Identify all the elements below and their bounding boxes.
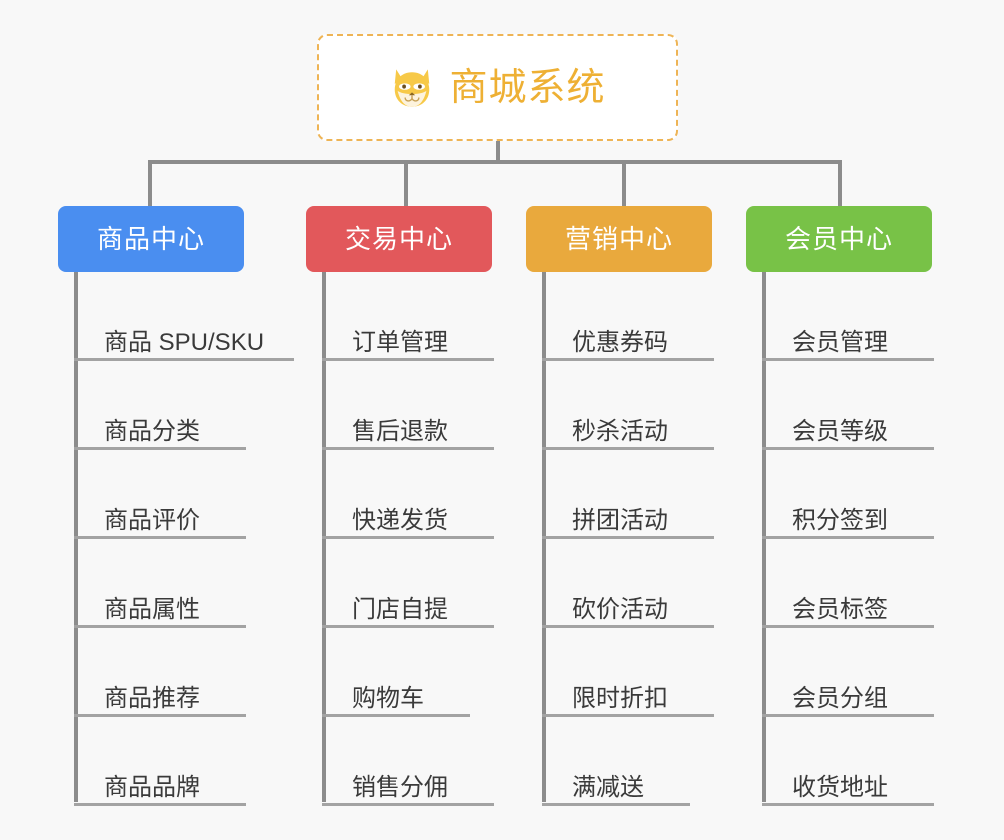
leaf-label-3-6: 满减送 bbox=[572, 774, 644, 801]
leaf-item-2-2[interactable]: 售后退款 bbox=[322, 361, 494, 450]
category-header-3[interactable]: 营销中心 bbox=[526, 206, 712, 272]
leaf-label-4-6: 收货地址 bbox=[792, 774, 888, 801]
leaf-item-4-3[interactable]: 积分签到 bbox=[762, 450, 934, 539]
leaf-item-3-5[interactable]: 限时折扣 bbox=[542, 628, 714, 717]
connector-drop-2 bbox=[404, 160, 408, 208]
leaf-item-3-6[interactable]: 满减送 bbox=[542, 717, 690, 806]
leaf-label-1-5: 商品推荐 bbox=[104, 685, 200, 712]
leaf-label-3-2: 秒杀活动 bbox=[572, 418, 668, 445]
leaf-item-1-4[interactable]: 商品属性 bbox=[74, 539, 246, 628]
category-label-2: 交易中心 bbox=[344, 224, 453, 254]
leaf-label-3-5: 限时折扣 bbox=[572, 685, 668, 712]
connector-horizontal-bus bbox=[148, 160, 842, 164]
leaf-item-4-1[interactable]: 会员管理 bbox=[762, 272, 934, 361]
leaf-item-2-6[interactable]: 销售分佣 bbox=[322, 717, 494, 806]
leaf-item-3-2[interactable]: 秒杀活动 bbox=[542, 361, 714, 450]
leaf-item-4-4[interactable]: 会员标签 bbox=[762, 539, 934, 628]
root-node[interactable]: 商城系统 bbox=[317, 34, 678, 141]
leaf-label-2-3: 快递发货 bbox=[352, 507, 448, 534]
leaf-label-3-3: 拼团活动 bbox=[572, 507, 668, 534]
leaf-label-4-1: 会员管理 bbox=[792, 329, 888, 356]
category-label-4: 会员中心 bbox=[784, 224, 893, 254]
leaf-label-1-2: 商品分类 bbox=[104, 418, 200, 445]
leaf-label-1-4: 商品属性 bbox=[104, 596, 200, 623]
leaf-item-4-5[interactable]: 会员分组 bbox=[762, 628, 934, 717]
leaf-label-1-3: 商品评价 bbox=[104, 507, 200, 534]
connector-root-stem bbox=[496, 141, 500, 163]
leaf-item-2-3[interactable]: 快递发货 bbox=[322, 450, 494, 539]
leaf-label-2-6: 销售分佣 bbox=[352, 774, 448, 801]
connector-drop-1 bbox=[148, 160, 152, 208]
leaf-item-3-3[interactable]: 拼团活动 bbox=[542, 450, 714, 539]
leaf-item-4-2[interactable]: 会员等级 bbox=[762, 361, 934, 450]
leaf-label-4-3: 积分签到 bbox=[792, 507, 888, 534]
leaf-item-1-1[interactable]: 商品 SPU/SKU bbox=[74, 272, 294, 361]
connector-drop-4 bbox=[838, 160, 842, 208]
leaf-item-4-6[interactable]: 收货地址 bbox=[762, 717, 934, 806]
leaf-label-2-5: 购物车 bbox=[352, 685, 424, 712]
leaf-item-1-6[interactable]: 商品品牌 bbox=[74, 717, 246, 806]
category-label-1: 商品中心 bbox=[96, 224, 205, 254]
leaf-label-4-2: 会员等级 bbox=[792, 418, 888, 445]
leaf-label-3-1: 优惠券码 bbox=[572, 329, 668, 356]
leaf-label-3-4: 砍价活动 bbox=[572, 596, 668, 623]
leaf-label-2-1: 订单管理 bbox=[352, 329, 448, 356]
category-label-3: 营销中心 bbox=[564, 224, 673, 254]
leaf-label-2-2: 售后退款 bbox=[352, 418, 448, 445]
shiba-dog-face-icon bbox=[395, 68, 430, 107]
leaf-item-1-3[interactable]: 商品评价 bbox=[74, 450, 246, 539]
leaf-item-3-1[interactable]: 优惠券码 bbox=[542, 272, 714, 361]
connector-drop-3 bbox=[622, 160, 626, 208]
category-header-1[interactable]: 商品中心 bbox=[58, 206, 244, 272]
leaf-label-4-5: 会员分组 bbox=[792, 685, 888, 712]
leaf-label-1-6: 商品品牌 bbox=[104, 774, 200, 801]
category-header-4[interactable]: 会员中心 bbox=[746, 206, 932, 272]
leaf-label-2-4: 门店自提 bbox=[352, 596, 448, 623]
category-header-2[interactable]: 交易中心 bbox=[306, 206, 492, 272]
leaf-item-1-5[interactable]: 商品推荐 bbox=[74, 628, 246, 717]
leaf-item-1-2[interactable]: 商品分类 bbox=[74, 361, 246, 450]
leaf-item-2-4[interactable]: 门店自提 bbox=[322, 539, 494, 628]
root-title: 商城系统 bbox=[449, 66, 606, 109]
leaf-item-2-1[interactable]: 订单管理 bbox=[322, 272, 494, 361]
leaf-item-3-4[interactable]: 砍价活动 bbox=[542, 539, 714, 628]
leaf-label-4-4: 会员标签 bbox=[792, 596, 888, 623]
leaf-item-2-5[interactable]: 购物车 bbox=[322, 628, 470, 717]
leaf-label-1-1: 商品 SPU/SKU bbox=[104, 329, 265, 356]
